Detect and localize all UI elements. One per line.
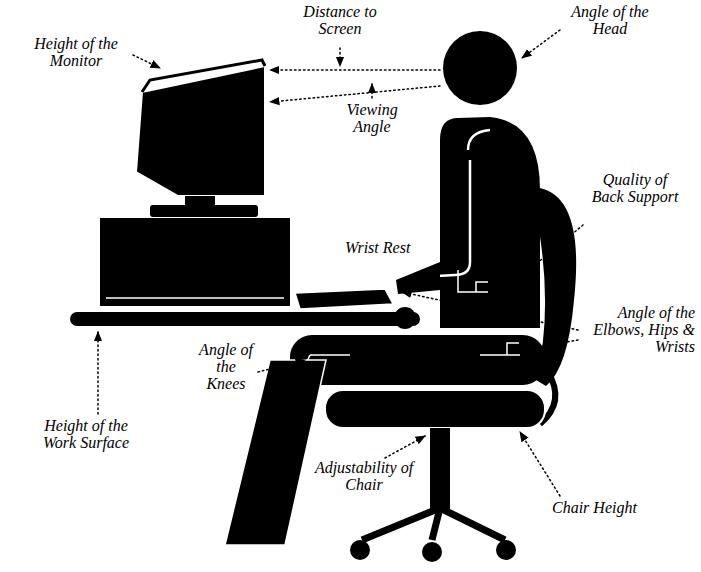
callout-label: Quality of Back Support xyxy=(585,172,685,206)
monitor-base xyxy=(150,205,258,217)
monitor xyxy=(136,66,265,196)
callout-label: Height of the Monitor xyxy=(20,36,132,70)
head xyxy=(443,31,517,105)
callout-label: Angle of the Knees xyxy=(196,342,256,392)
chair-base xyxy=(362,508,505,540)
keyboard xyxy=(295,289,393,309)
wrist-rest xyxy=(394,307,416,329)
work-surface xyxy=(70,312,420,326)
monitor-top xyxy=(142,60,265,92)
chair-seat xyxy=(325,390,545,428)
chair-post xyxy=(430,428,450,512)
elbow-angle xyxy=(458,270,488,292)
wheel xyxy=(350,540,370,560)
callout-label: Adjustability of Chair xyxy=(308,460,420,494)
callout-label: Distance to Screen xyxy=(290,4,390,38)
wheel xyxy=(496,540,516,560)
forearm xyxy=(396,262,440,294)
thigh xyxy=(290,335,545,385)
case-line xyxy=(106,297,284,299)
monitor-stem xyxy=(185,196,215,206)
arm-outline xyxy=(402,130,490,278)
torso xyxy=(440,117,540,328)
callout-label: Chair Height xyxy=(552,500,662,517)
callout-label: Angle of the Elbows, Hips & Wrists xyxy=(577,305,695,355)
computer-case xyxy=(100,218,290,306)
hip-angle xyxy=(480,343,520,355)
leader-lines xyxy=(98,30,583,496)
callout-label: Viewing Angle xyxy=(332,102,412,136)
callout-label: Angle of the Head xyxy=(560,4,660,38)
callout-label: Wrist Rest xyxy=(345,240,445,257)
wheel xyxy=(422,542,442,562)
callout-label: Height of the Work Surface xyxy=(30,418,142,452)
